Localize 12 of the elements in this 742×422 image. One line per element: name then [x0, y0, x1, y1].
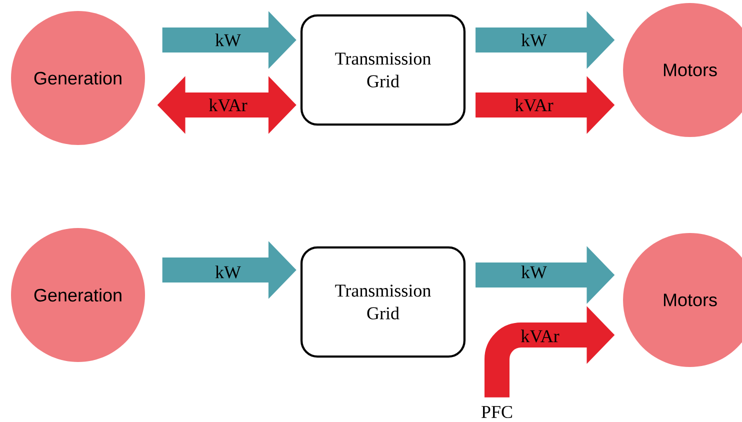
circle-node: Generation: [11, 11, 145, 145]
edge-label: kW: [521, 34, 547, 46]
edge-label: kW: [215, 266, 241, 278]
process-box: Transmission Grid: [300, 246, 466, 358]
text-label: PFC: [482, 406, 512, 418]
edge-label: kVAr: [521, 330, 560, 342]
edge-label: kW: [521, 266, 547, 278]
process-box: Transmission Grid: [300, 14, 466, 126]
edge-label: kVAr: [515, 98, 554, 112]
circle-node: Generation: [11, 228, 145, 362]
edge-label: kW: [215, 34, 241, 46]
edge-label: kVAr: [209, 98, 248, 112]
